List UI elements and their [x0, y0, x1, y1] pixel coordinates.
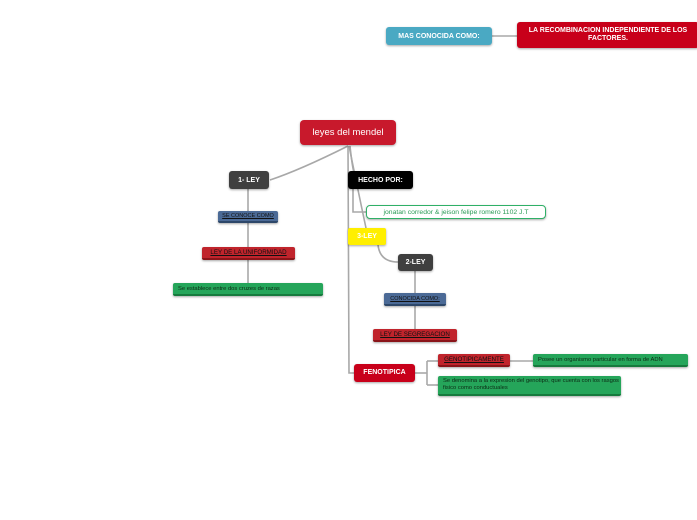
conocida-como-node[interactable]: CONOCIDA COMO: [384, 293, 446, 306]
fenotipo-description-node[interactable]: Se denomina a la expresion del genotipo,… [438, 376, 621, 396]
recombinacion-label: LA RECOMBINACION INDEPENDIENTE DE LOS FA… [528, 27, 688, 42]
root-topic-label: leyes del mendel [312, 127, 384, 138]
fenotipica-label: FENOTIPICA [363, 369, 406, 376]
mas-conocida-node[interactable]: MAS CONOCIDA COMO: [386, 27, 492, 45]
recombinacion-node[interactable]: LA RECOMBINACION INDEPENDIENTE DE LOS FA… [517, 22, 697, 48]
ley3-node[interactable]: 3-LEY [348, 228, 386, 245]
ley1-node[interactable]: 1- LEY [229, 171, 269, 189]
ley-segregacion-label: LEY DE SEGREGACION [380, 331, 450, 338]
uniformidad-description-label: Se establece entre dos cruzes de razas [178, 285, 280, 292]
ley1-label: 1- LEY [238, 176, 260, 184]
uniformidad-description-node[interactable]: Se establece entre dos cruzes de razas [173, 283, 323, 296]
genotipicamente-label: GENOTIPICAMENTE [444, 356, 504, 363]
ley2-label: 2-LEY [405, 259, 426, 266]
hecho-por-label: HECHO POR: [358, 176, 403, 184]
ley3-label: 3-LEY [357, 233, 377, 240]
ley-uniformidad-label: LEY DE LA UNIFORMIDAD [210, 249, 287, 256]
genotipicamente-node[interactable]: GENOTIPICAMENTE [438, 354, 510, 367]
se-conoce-como-label: SE CONOCE COMO [222, 213, 274, 219]
ley-segregacion-node[interactable]: LEY DE SEGREGACION [373, 329, 457, 342]
autores-label: jonatan corredor & jeison felipe romero … [383, 208, 529, 216]
fenotipica-node[interactable]: FENOTIPICA [354, 364, 415, 382]
ley2-node[interactable]: 2-LEY [398, 254, 433, 271]
root-topic[interactable]: leyes del mendel [300, 120, 396, 145]
hecho-por-node[interactable]: HECHO POR: [348, 171, 413, 189]
autores-node[interactable]: jonatan corredor & jeison felipe romero … [366, 205, 546, 219]
conocida-como-label: CONOCIDA COMO: [390, 295, 440, 302]
mas-conocida-label: MAS CONOCIDA COMO: [398, 32, 480, 40]
genotipo-description-label: Posee un organismo particular en forma d… [538, 356, 663, 363]
ley-uniformidad-node[interactable]: LEY DE LA UNIFORMIDAD [202, 247, 295, 260]
genotipo-description-node[interactable]: Posee un organismo particular en forma d… [533, 354, 688, 367]
se-conoce-como-node[interactable]: SE CONOCE COMO [218, 211, 278, 223]
fenotipo-description-label: Se denomina a la expresion del genotipo,… [443, 378, 619, 391]
